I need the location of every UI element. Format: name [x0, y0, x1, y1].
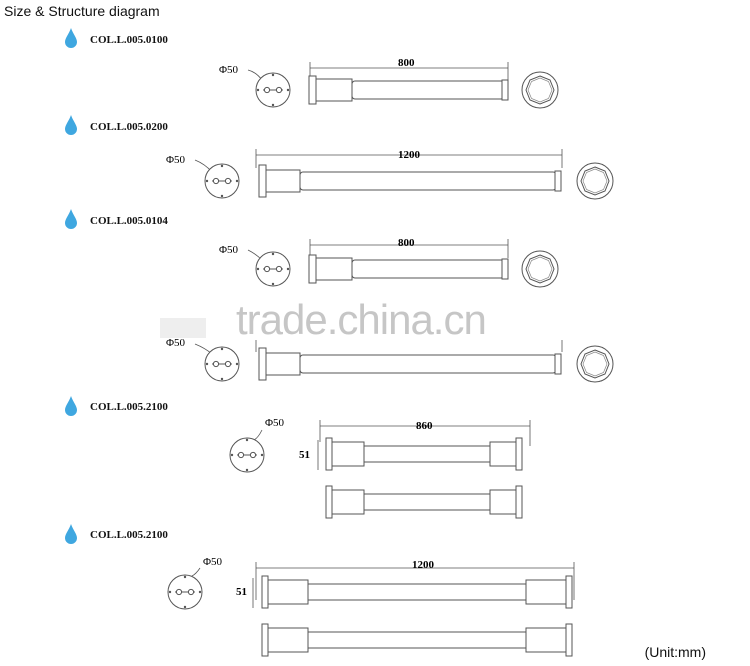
cross-section-view [521, 250, 559, 288]
length-label: 1200 [412, 559, 435, 571]
length-label: 860 [416, 420, 433, 432]
water-drop-icon [65, 396, 77, 416]
end-view [229, 437, 265, 473]
diameter-label: Φ50 [203, 556, 223, 568]
end-view [167, 574, 203, 610]
diameter-label: Φ50 [265, 417, 285, 429]
height-label: 51 [236, 586, 247, 598]
model-label: COL.L.005.2100 [90, 401, 168, 413]
page-title: Size & Structure diagram [4, 3, 160, 19]
height-label: 51 [299, 449, 310, 461]
unit-label: (Unit:mm) [644, 644, 706, 660]
end-view [204, 346, 240, 382]
cross-section-view [576, 345, 614, 383]
end-view [255, 72, 291, 108]
length-label: 800 [398, 237, 415, 249]
diameter-label: Φ50 [166, 154, 186, 166]
model-label: COL.L.005.0104 [90, 215, 168, 227]
diameter-label: Φ50 [166, 337, 186, 349]
water-drop-icon [65, 28, 77, 48]
watermark: trade.china.cn [236, 296, 487, 343]
end-view [255, 251, 291, 287]
length-label: 1200 [398, 149, 421, 161]
water-drop-icon [65, 524, 77, 544]
model-label: COL.L.005.2100 [90, 529, 168, 541]
diameter-label: Φ50 [219, 244, 239, 256]
water-drop-icon [65, 209, 77, 229]
model-label: COL.L.005.0200 [90, 121, 168, 133]
end-view [204, 163, 240, 199]
model-label: COL.L.005.0100 [90, 34, 168, 46]
diameter-label: Φ50 [219, 64, 239, 76]
water-drop-icon [65, 115, 77, 135]
cross-section-view [521, 71, 559, 109]
length-label: 800 [398, 57, 415, 69]
cross-section-view [576, 162, 614, 200]
